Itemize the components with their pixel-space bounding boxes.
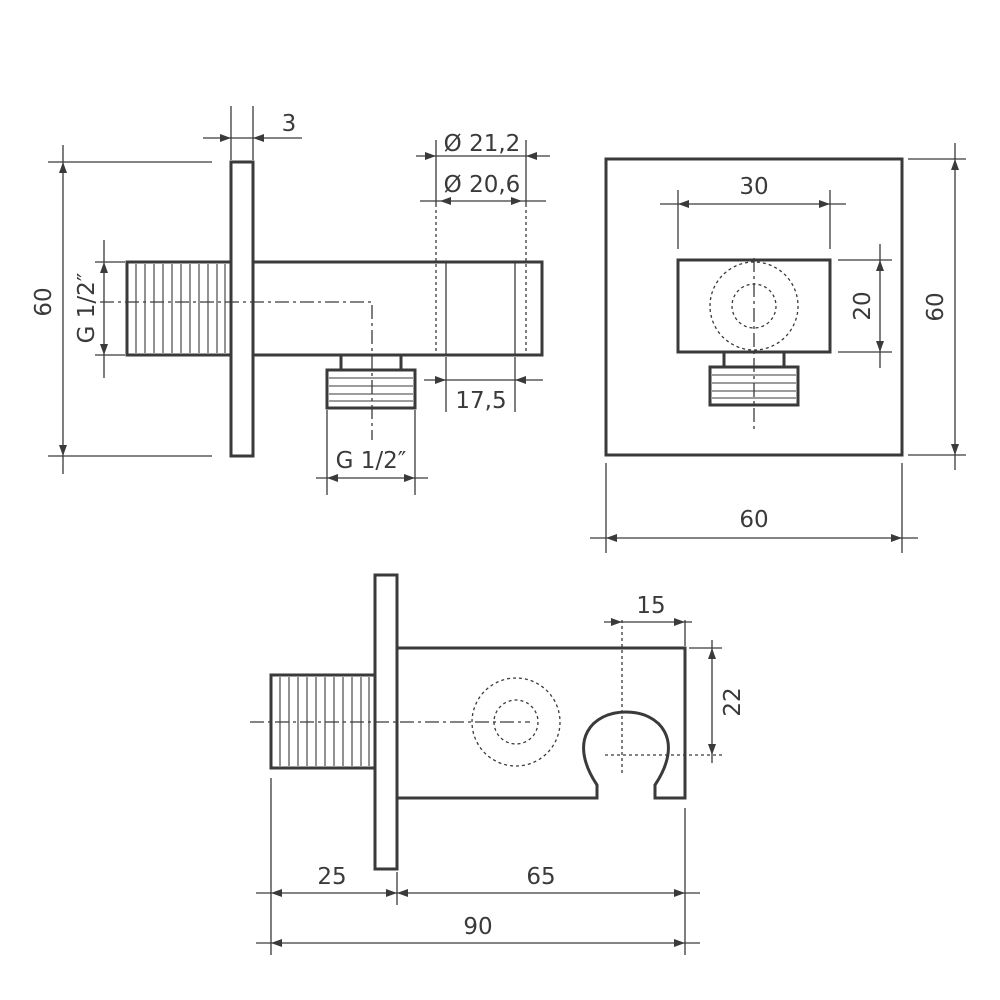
outer-diameter-label: Ø 21,2 xyxy=(444,131,521,157)
dimension-outlet-thread: G 1/2″ xyxy=(316,410,428,495)
outlet-thread-label: G 1/2″ xyxy=(336,448,407,474)
holder-width-label: 15 xyxy=(636,593,665,619)
wall-flange xyxy=(229,160,255,458)
body-height-label: 20 xyxy=(850,291,876,320)
dimension-outlet-offset: 17,5 xyxy=(424,357,543,414)
valve-body xyxy=(251,260,544,357)
flow-centerline xyxy=(100,301,373,440)
dimension-body-width: 30 xyxy=(660,174,846,249)
inlet-thread-label: G 1/2″ xyxy=(74,272,100,343)
holder-height-label: 22 xyxy=(720,687,746,716)
inlet-thread-lines xyxy=(135,264,226,353)
inlet-thread xyxy=(125,260,233,357)
outlet-offset-label: 17,5 xyxy=(455,388,506,414)
flange-thickness-label: 3 xyxy=(282,111,297,137)
body-width-label: 30 xyxy=(739,174,768,200)
outlet-neck xyxy=(339,353,403,372)
dimension-total-length: 90 xyxy=(256,914,700,947)
dimension-side-height: 60 xyxy=(31,145,212,474)
body-length-label: 65 xyxy=(526,864,555,890)
dimension-flange-thickness: 3 xyxy=(203,106,302,160)
dimension-inner-diameter: Ø 20,6 xyxy=(420,172,546,205)
dimension-holder-width: 15 xyxy=(604,593,692,646)
body-with-holder xyxy=(395,646,687,800)
dimension-body-height: 20 xyxy=(838,244,892,368)
dimension-outer-diameter: Ø 21,2 xyxy=(416,131,550,204)
plate-width-label: 60 xyxy=(739,507,768,533)
dimension-plate-width: 60 xyxy=(590,463,918,553)
side-height-label: 60 xyxy=(31,287,57,316)
dimension-plate-height: 60 xyxy=(908,143,966,470)
dimension-holder-height: 22 xyxy=(689,640,746,763)
wall-plate xyxy=(604,157,904,457)
front-view: 30 20 60 60 xyxy=(590,143,966,553)
outlet-thread-lines xyxy=(329,377,413,402)
dimension-lengths: 25 65 xyxy=(256,778,700,955)
bottom-view: 15 22 25 65 90 xyxy=(250,573,746,955)
thread-length-label: 25 xyxy=(317,864,346,890)
outer-bore-hidden-bottom xyxy=(471,677,561,767)
dimension-inlet-thread: G 1/2″ xyxy=(74,240,125,378)
outer-bore-hidden xyxy=(709,261,799,351)
outlet-thread xyxy=(325,368,417,410)
total-length-label: 90 xyxy=(463,914,492,940)
side-view: 3 60 G 1/2″ Ø 21,2 xyxy=(31,106,550,495)
plate-height-label: 60 xyxy=(923,292,949,321)
inner-diameter-label: Ø 20,6 xyxy=(444,172,521,198)
